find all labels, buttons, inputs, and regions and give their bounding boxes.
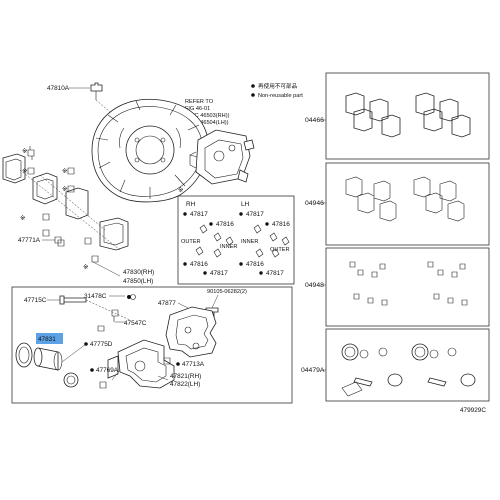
inset-lh: LH bbox=[241, 201, 250, 208]
diagram-id: 479929C bbox=[460, 407, 486, 414]
svg-text:47816: 47816 bbox=[246, 261, 264, 268]
svg-text:04479A: 04479A bbox=[301, 367, 325, 374]
group-04946[interactable]: 04946 bbox=[305, 162, 490, 246]
backing-plate[interactable] bbox=[91, 98, 209, 203]
svg-text:※: ※ bbox=[62, 186, 67, 193]
svg-text:47547C: 47547C bbox=[124, 320, 147, 327]
svg-text:90105-06282(2): 90105-06282(2) bbox=[207, 289, 247, 295]
group-04479A[interactable]: 04479A bbox=[301, 328, 490, 402]
svg-text:47775D: 47775D bbox=[90, 341, 113, 348]
highlight-47831 bbox=[36, 333, 63, 344]
svg-text:47877: 47877 bbox=[158, 300, 176, 307]
svg-text:47821(RH): 47821(RH) bbox=[170, 373, 201, 380]
svg-text:47817: 47817 bbox=[190, 211, 208, 218]
svg-text:INNER: INNER bbox=[241, 239, 258, 245]
svg-text:47830(RH): 47830(RH) bbox=[123, 269, 154, 276]
svg-text:(PNC 46504(LH)): (PNC 46504(LH)) bbox=[185, 120, 229, 126]
caliper-body[interactable] bbox=[107, 339, 175, 389]
svg-text:※: ※ bbox=[178, 187, 183, 194]
caliper-bracket[interactable] bbox=[165, 306, 217, 358]
non-reusable-marker bbox=[251, 84, 255, 88]
part-47715C[interactable]: 47715C bbox=[24, 295, 131, 321]
part-47810A[interactable]: 47810A bbox=[47, 82, 111, 113]
svg-text:47816: 47816 bbox=[216, 221, 234, 228]
svg-text:(PNC 46503(RH)): (PNC 46503(RH)) bbox=[185, 113, 230, 119]
part-47877[interactable]: 47877 bbox=[158, 300, 189, 309]
inset-anti-squeal: ※ RH LH 47817 47817 47816 47816 OUTER IN… bbox=[177, 187, 295, 285]
part-47775D[interactable]: 47775D bbox=[61, 325, 113, 363]
group-04948[interactable]: 04948 bbox=[305, 247, 490, 327]
svg-text:47715C: 47715C bbox=[24, 297, 47, 304]
svg-text:47769A: 47769A bbox=[96, 367, 119, 374]
svg-text:47810A: 47810A bbox=[47, 85, 70, 92]
inset-rh: RH bbox=[186, 201, 196, 208]
svg-text:INNER: INNER bbox=[220, 244, 237, 250]
svg-text:47817: 47817 bbox=[246, 211, 264, 218]
svg-text:47831: 47831 bbox=[38, 336, 56, 343]
svg-text:47817: 47817 bbox=[210, 270, 228, 277]
svg-text:47816: 47816 bbox=[190, 261, 208, 268]
svg-text:OUTER: OUTER bbox=[181, 239, 201, 245]
piston-boot[interactable] bbox=[63, 372, 79, 388]
legend: 再使用不可部品 Non-reusable part bbox=[251, 82, 303, 99]
legend-en: Non-reusable part bbox=[258, 93, 303, 99]
part-47771A[interactable]: 47771A bbox=[18, 236, 62, 244]
svg-text:※: ※ bbox=[20, 215, 25, 222]
svg-text:47817: 47817 bbox=[266, 270, 284, 277]
svg-text:47816: 47816 bbox=[272, 221, 290, 228]
svg-text:※: ※ bbox=[22, 168, 27, 175]
part-47831[interactable]: 47831 bbox=[36, 333, 63, 344]
svg-text:04466: 04466 bbox=[305, 117, 324, 124]
svg-text:47713A: 47713A bbox=[182, 361, 205, 368]
part-47821-47822[interactable]: 47821(RH) 47822(LH) bbox=[157, 373, 201, 388]
piston-seal[interactable] bbox=[15, 342, 33, 368]
piston[interactable] bbox=[33, 347, 63, 371]
svg-text:04948: 04948 bbox=[305, 282, 324, 289]
group-04466[interactable]: 04466 bbox=[305, 72, 490, 160]
svg-text:47822(LH): 47822(LH) bbox=[170, 381, 200, 388]
part-47830-47850[interactable]: 47830(RH) 47850(LH) bbox=[92, 261, 154, 285]
caliper-box bbox=[11, 286, 293, 404]
caliper-assy-upper[interactable] bbox=[189, 129, 255, 185]
svg-text:※: ※ bbox=[22, 148, 27, 155]
svg-text:REFER TO: REFER TO bbox=[185, 99, 214, 105]
svg-text:47771A: 47771A bbox=[18, 237, 41, 244]
part-47547C[interactable]: 47547C bbox=[111, 309, 147, 327]
pad-set-left[interactable]: ※ ※ ※ ※ ※ ※ bbox=[2, 146, 129, 271]
svg-text:47850(LH): 47850(LH) bbox=[123, 278, 153, 285]
svg-text:※: ※ bbox=[83, 264, 88, 271]
part-47769A[interactable]: 47769A bbox=[90, 367, 121, 389]
part-47713A[interactable]: 47713A bbox=[163, 357, 205, 368]
svg-text:FIG 46-01: FIG 46-01 bbox=[185, 106, 210, 112]
svg-text:OUTER: OUTER bbox=[270, 247, 290, 253]
svg-text:※: ※ bbox=[62, 168, 67, 175]
part-31478C[interactable]: 31478C bbox=[84, 293, 136, 300]
svg-text:31478C: 31478C bbox=[84, 293, 107, 300]
svg-text:04946: 04946 bbox=[305, 200, 324, 207]
legend-jp: 再使用不可部品 bbox=[258, 82, 298, 90]
